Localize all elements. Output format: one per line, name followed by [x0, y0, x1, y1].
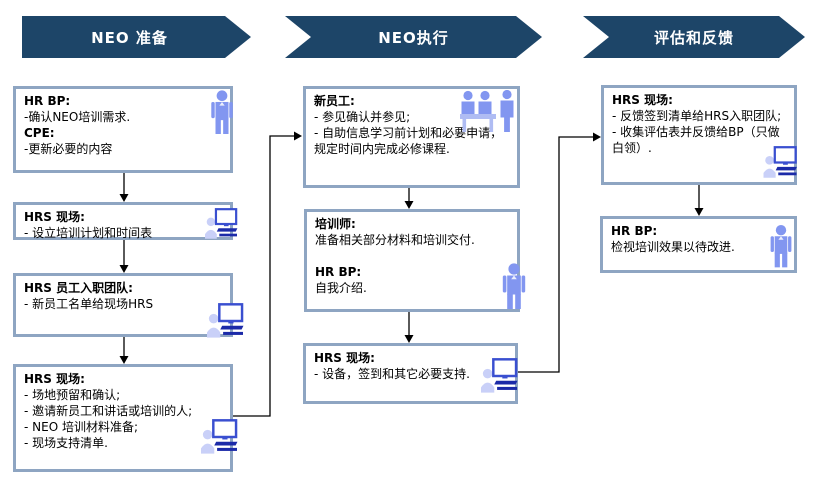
box-heading: HRS 现场: — [612, 93, 673, 107]
phase-banner-label: NEO执行 — [378, 28, 449, 47]
flow-box-hrs-onboarding-team: HRS 员工入职团队: - 新员工名单给现场HRS — [13, 273, 233, 337]
person-icon — [208, 90, 236, 134]
box-line: - 设备，签到和其它必要支持. — [314, 367, 470, 381]
box-line — [315, 248, 511, 264]
phase-banner-label: 评估和反馈 — [653, 28, 734, 47]
box-heading: HR BP: — [315, 265, 362, 279]
box-line: - 参见确认并参见; — [314, 110, 411, 124]
box-line: - 新员工名单给现场HRS — [24, 297, 154, 311]
box-line: - NEO 培训材料准备; — [24, 420, 139, 434]
box-line: - 收集评估表并反馈给BP（只做 — [612, 125, 780, 139]
phase-banner-evaluation-feedback: 评估和反馈 — [583, 16, 805, 58]
box-heading: HRS 现场: — [24, 372, 85, 386]
box-line: 自我介绍. — [315, 281, 367, 295]
flow-box-hrs-onsite-prep: HRS 现场: - 场地预留和确认; - 邀请新员工和讲话或培训的人; - NE… — [13, 364, 233, 472]
box-heading: HRS 员工入职团队: — [24, 281, 133, 295]
box-heading: HR BP: — [24, 94, 71, 108]
box-line: - 场地预留和确认; — [24, 388, 121, 402]
computer-user-icon — [199, 419, 239, 455]
phase-banner-neo-preparation: NEO 准备 — [22, 16, 251, 58]
box-line: - 反馈签到清单给HRS入职团队; — [612, 109, 782, 123]
box-heading: HRS 现场: — [314, 351, 375, 365]
flow-box-hrs-onsite-support: HRS 现场: - 设备，签到和其它必要支持. — [303, 343, 518, 404]
flow-box-hr-bp-cpe: HR BP: -确认NEO培训需求. CPE: -更新必要的内容 — [13, 86, 233, 173]
flow-box-hrs-onsite-schedule: HRS 现场: - 设立培训计划和时间表 — [13, 202, 233, 240]
box-line: 准备相关部分材料和培训交付. — [315, 233, 475, 247]
person-icon — [500, 262, 528, 310]
computer-user-icon — [480, 358, 518, 394]
flow-box-hr-bp-review: HR BP: 检视培训效果以待改进. — [600, 216, 797, 273]
box-line: 检视培训效果以待改进. — [611, 240, 735, 254]
box-line: 规定时间内完成必修课程. — [314, 142, 450, 156]
box-line: - 设立培训计划和时间表 — [24, 226, 153, 240]
box-heading: 培训师: — [315, 217, 356, 231]
box-heading: CPE: — [24, 126, 55, 140]
box-line: 白领）. — [612, 141, 652, 155]
computer-user-icon — [202, 208, 240, 240]
box-line: -更新必要的内容 — [24, 142, 113, 156]
box-line: - 邀请新员工和讲话或培训的人; — [24, 404, 193, 418]
box-line: - 现场支持清单. — [24, 436, 108, 450]
computer-user-icon — [206, 303, 244, 339]
person-icon — [768, 223, 794, 269]
flow-box-hrs-onsite-feedback: HRS 现场: - 反馈签到清单给HRS入职团队; - 收集评估表并反馈给BP（… — [601, 85, 797, 185]
box-line: - 自助信息学习前计划和必要申请， — [314, 126, 503, 140]
phase-banner-label: NEO 准备 — [91, 28, 168, 47]
box-heading: 新员工: — [314, 94, 355, 108]
box-heading: HR BP: — [611, 224, 658, 238]
phase-banner-neo-execution: NEO执行 — [285, 16, 542, 58]
computer-user-icon — [762, 146, 798, 179]
flow-box-new-employee: 新员工: - 参见确认并参见; - 自助信息学习前计划和必要申请， 规定时间内完… — [303, 86, 520, 188]
flow-box-trainer-hrbp: 培训师: 准备相关部分材料和培训交付. HR BP: 自我介绍. — [304, 209, 520, 312]
box-line: -确认NEO培训需求. — [24, 110, 131, 124]
box-heading: HRS 现场: — [24, 210, 85, 224]
people-group-icon — [459, 90, 517, 134]
